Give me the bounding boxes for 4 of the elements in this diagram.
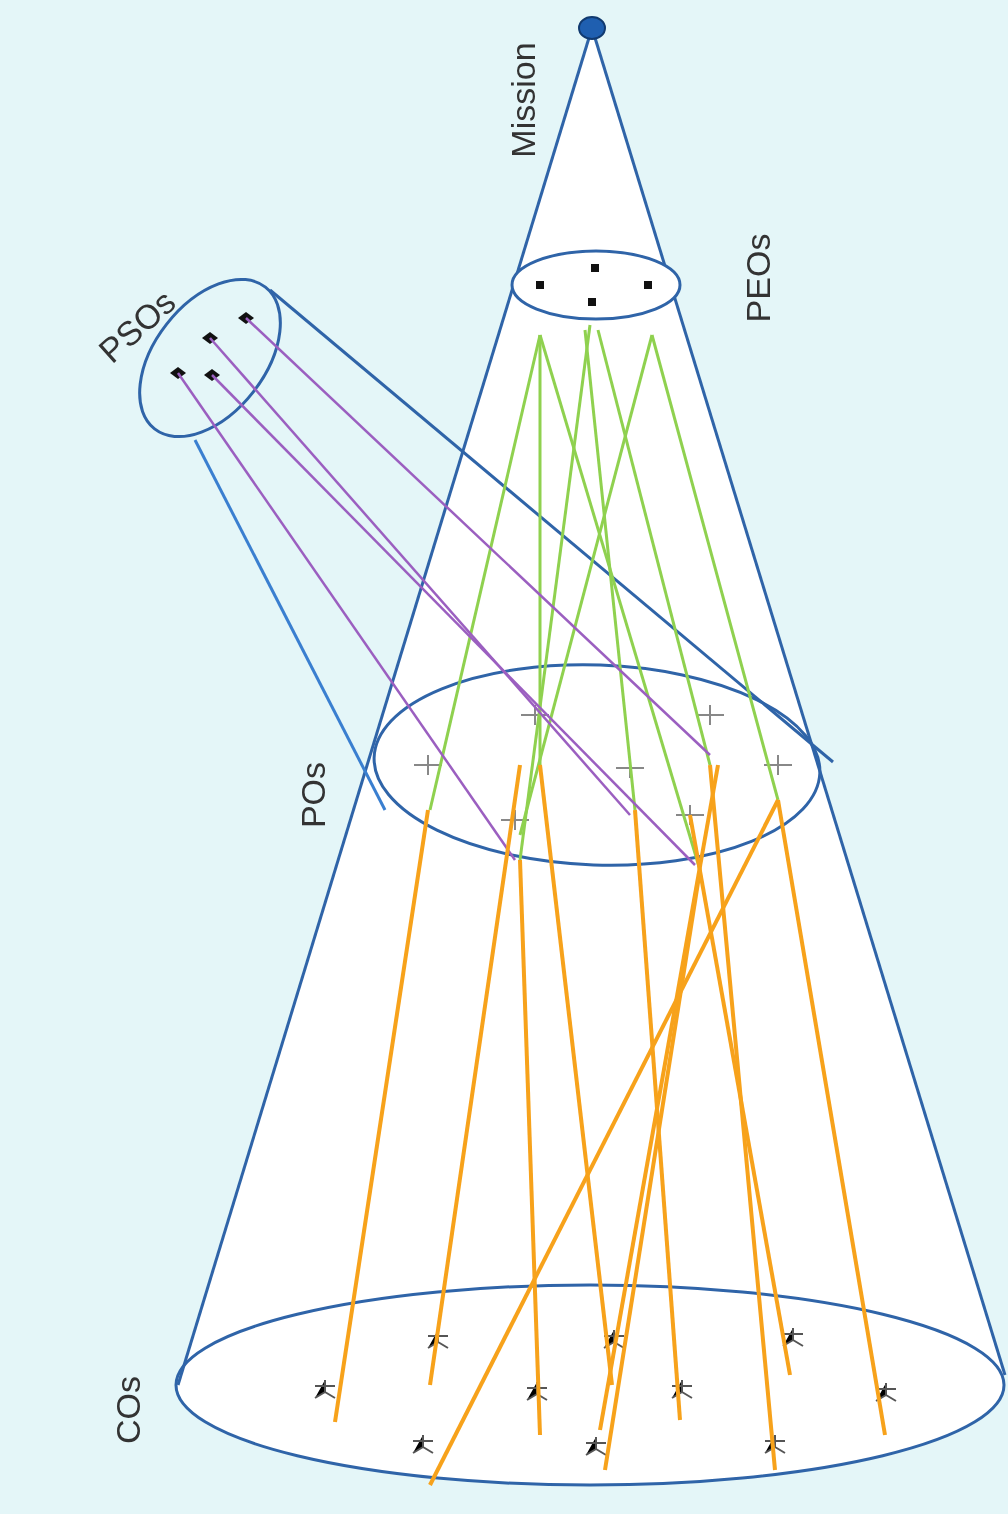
mission-label: Mission	[504, 42, 542, 158]
peos-label: PEOs	[739, 233, 777, 323]
cos-label: COs	[109, 1376, 147, 1444]
pos-label: POs	[294, 761, 332, 829]
